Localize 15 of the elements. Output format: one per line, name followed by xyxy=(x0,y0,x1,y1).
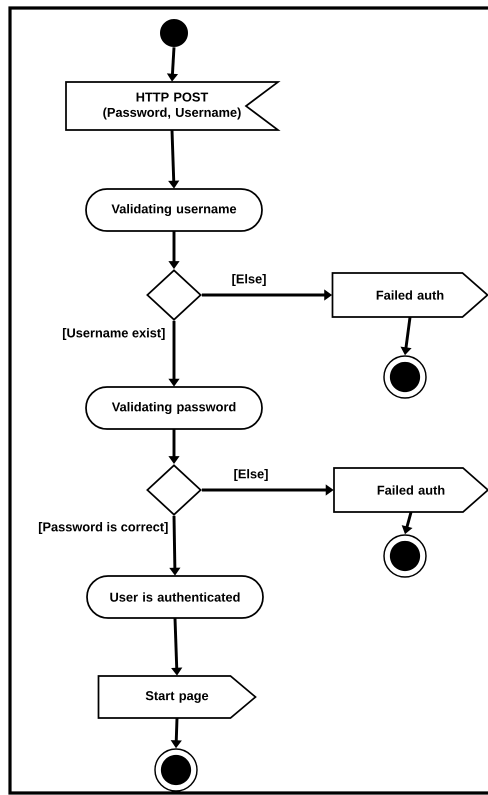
accept-signal-box: HTTP POST (Password, Username) xyxy=(65,81,281,131)
send-signal-box: Failed auth xyxy=(332,272,488,318)
final-node xyxy=(383,534,427,578)
edge-label: [Else] xyxy=(230,272,268,288)
final-node xyxy=(154,748,198,792)
edge-label: [Else] xyxy=(232,468,270,482)
action-box: User is authenticated xyxy=(86,575,264,619)
action-box: Validating username xyxy=(85,188,263,232)
action-box: Validating password xyxy=(85,386,263,430)
send-signal-box: Failed auth xyxy=(333,467,488,513)
edge-label: [Username exist] xyxy=(60,326,167,342)
initial-node xyxy=(160,19,188,47)
send-signal-box: Start page xyxy=(98,675,257,719)
edge-label: [Password is correct] xyxy=(36,520,170,536)
final-node xyxy=(383,355,427,399)
